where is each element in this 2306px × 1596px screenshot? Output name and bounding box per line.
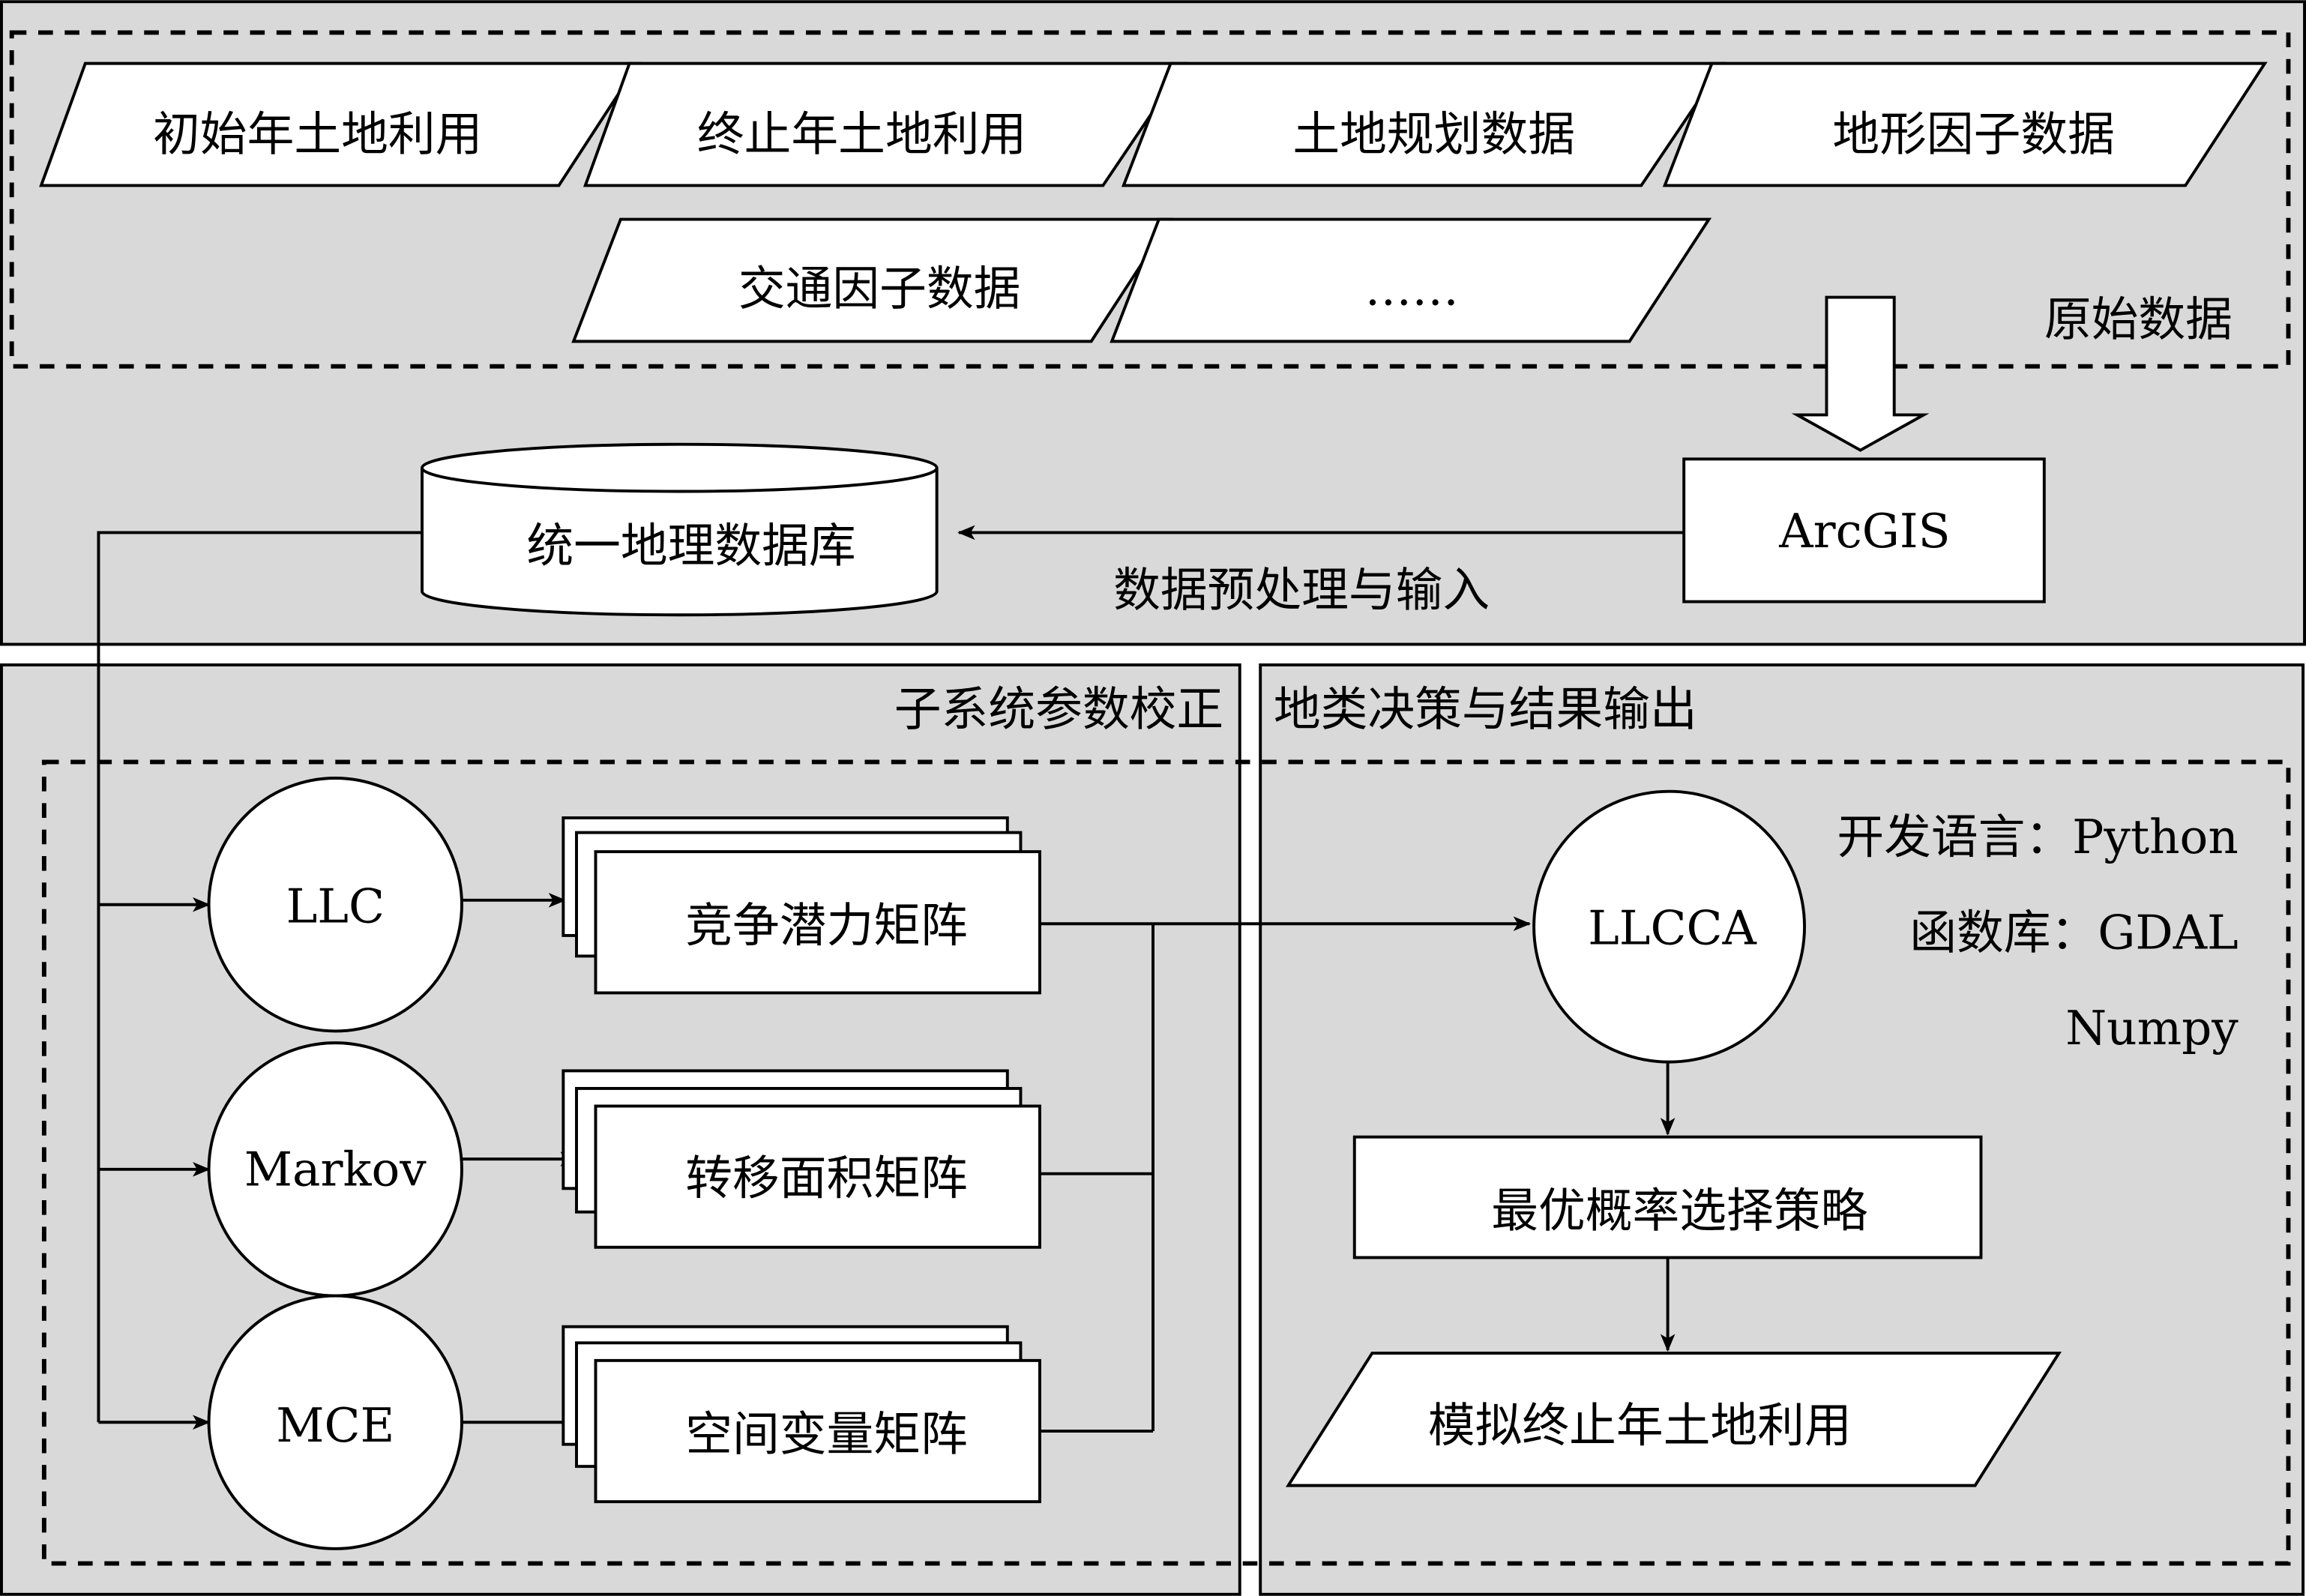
info-numpy: Numpy: [2065, 1001, 2239, 1056]
markov-label: Markov: [244, 1142, 427, 1196]
input-label: 地形因子数据: [1832, 106, 2115, 161]
input-land-planning: [1121, 61, 1727, 187]
input-initial-landuse: [39, 61, 642, 187]
matrix-stack-transition: [562, 1069, 1041, 1249]
database-feed-line: [97, 531, 423, 1423]
output-parallelogram: [1285, 1352, 2062, 1487]
database-label: 统一地理数据库: [526, 519, 855, 573]
strategy-label: 最优概率选择策略: [1491, 1183, 1867, 1238]
raw-data-title: 原始数据: [2044, 292, 2233, 347]
info-language: 开发语言：Python: [1837, 810, 2238, 864]
output-label: 模拟终止年土地利用: [1428, 1398, 1852, 1453]
matrix-stack-spatial: [562, 1325, 1041, 1504]
llc-label: LLC: [286, 879, 385, 933]
input-label: 土地规划数据: [1292, 106, 1575, 161]
input-row: 初始年土地利用 终止年土地利用 土地规划数据 地形因子数据 交通因子数据 ……: [39, 61, 2268, 343]
matrix-label: 空间变量矩阵: [685, 1407, 968, 1462]
arcgis-box: [1682, 457, 2046, 603]
matrix-label: 竞争潜力矩阵: [685, 898, 968, 953]
calibration-title: 子系统参数校正: [894, 681, 1223, 736]
model-group: [41, 759, 2291, 1566]
input-label: ……: [1364, 261, 1459, 316]
input-traffic: [571, 217, 1174, 343]
preprocess-label: 数据预处理与输入: [1113, 562, 1490, 617]
database-icon: [421, 442, 939, 617]
input-final-landuse: [582, 61, 1188, 187]
llcca-label: LLCCA: [1588, 901, 1756, 956]
input-label: 交通因子数据: [738, 261, 1021, 316]
input-label: 终止年土地利用: [697, 106, 1026, 161]
matrix-label: 转移面积矩阵: [685, 1151, 968, 1205]
input-more: [1110, 217, 1712, 343]
input-label: 初始年土地利用: [153, 106, 482, 161]
info-library: 函数库：GDAL: [1909, 906, 2239, 960]
down-arrow-icon: [1791, 295, 1930, 452]
matrix-stack-competition: [562, 816, 1041, 995]
decision-title: 地类决策与结果输出: [1274, 681, 1697, 736]
raw-data-group: [9, 30, 2291, 369]
llc-node: [207, 777, 463, 1033]
arcgis-label: ArcGIS: [1778, 504, 1950, 558]
input-terrain: [1662, 61, 2268, 187]
mce-label: MCE: [276, 1398, 394, 1453]
